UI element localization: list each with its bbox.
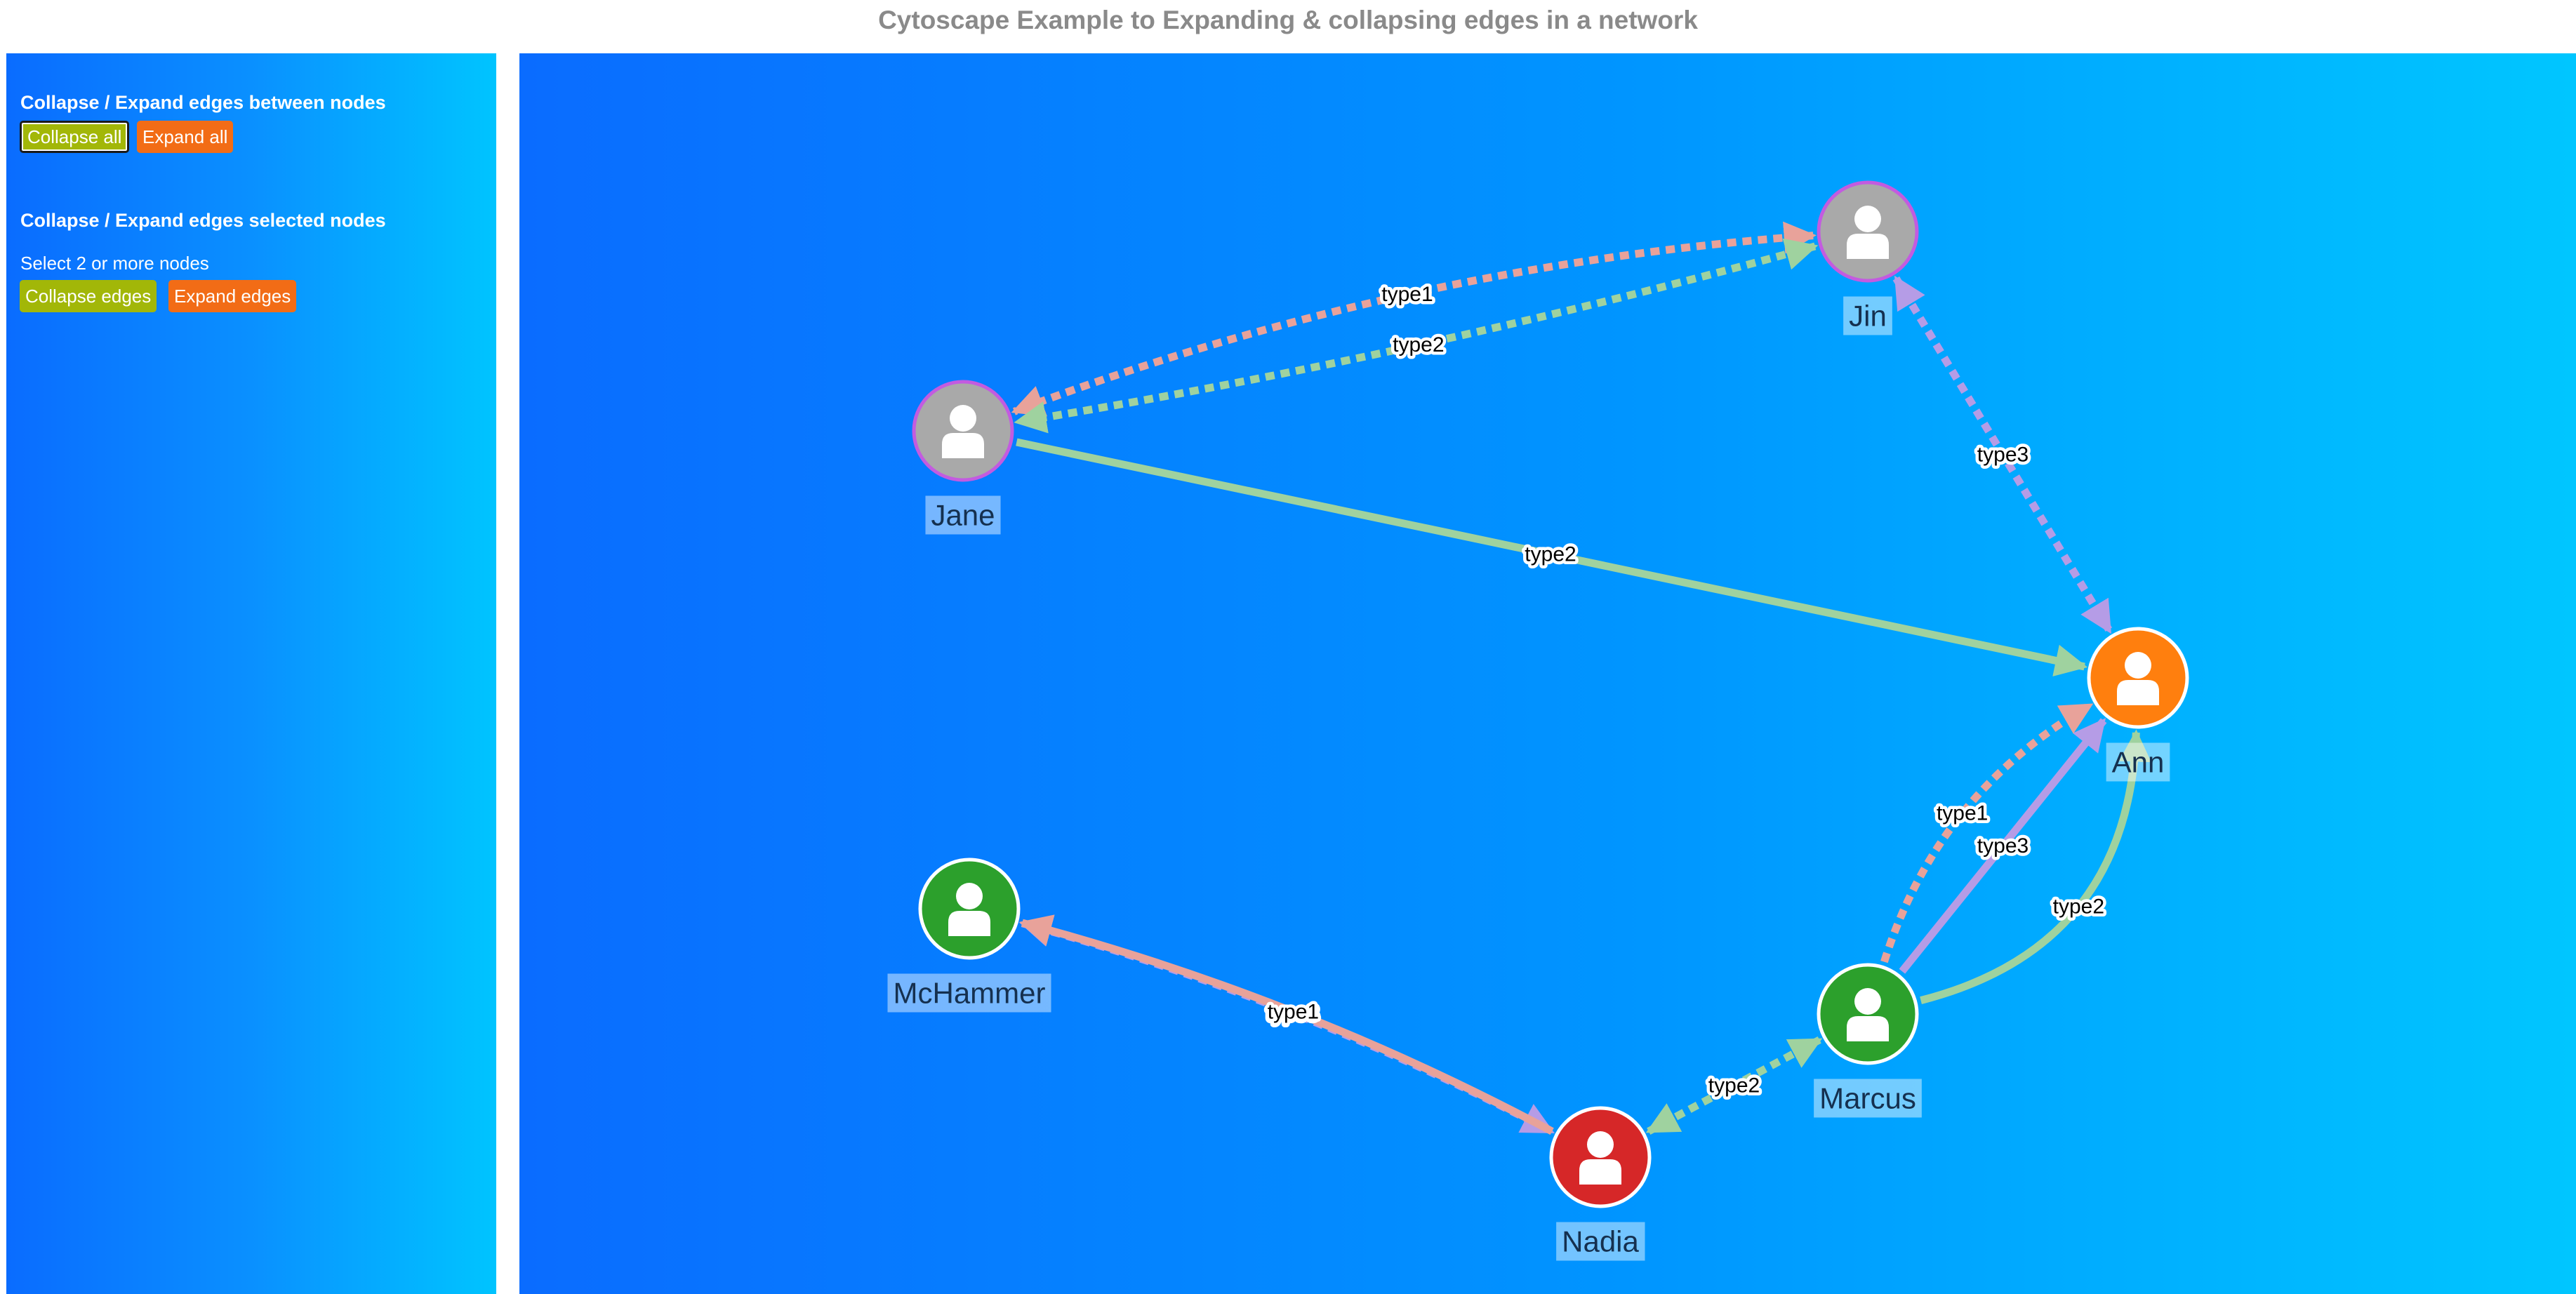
collapse-all-button[interactable]: Collapse all (20, 121, 130, 153)
edge-marcus-ann-type3[interactable] (1899, 718, 2107, 974)
section-title-between-nodes: Collapse / Expand edges between nodes (20, 92, 386, 113)
node-label-background (925, 495, 1001, 535)
node-label-background (1814, 1079, 1922, 1118)
node-jane[interactable]: Jane (912, 380, 1014, 535)
edge-label: type1 (1381, 283, 1433, 306)
edge-label: type3 (1977, 834, 2029, 858)
edge-label: type2 (1393, 333, 1444, 356)
collapse-edges-button[interactable]: Collapse edges (20, 280, 157, 312)
node-label-background (1556, 1222, 1645, 1261)
edge-mchammer-nadia-type3[interactable] (1018, 915, 1555, 1135)
person-icon (1847, 988, 1889, 1041)
edge-marcus-ann-type2[interactable] (1920, 729, 2151, 1004)
expand-edges-button[interactable]: Expand edges (168, 280, 297, 312)
node-mchammer[interactable]: McHammer (887, 858, 1051, 1013)
node-label-background (887, 973, 1051, 1013)
node-label: McHammer (894, 977, 1046, 1010)
edges-layer (1011, 221, 2151, 1135)
selection-hint: Select 2 or more nodes (20, 253, 209, 274)
node-nadia[interactable]: Nadia (1549, 1106, 1652, 1261)
expand-all-button[interactable]: Expand all (137, 121, 234, 153)
section-title-selected-nodes: Collapse / Expand edges selected nodes (20, 210, 386, 231)
edge-nadia-marcus-type2[interactable] (1645, 1036, 1823, 1135)
node-marcus[interactable]: Marcus (1814, 963, 1922, 1118)
edge-label: type1 (1268, 1000, 1319, 1023)
edge-jin-jane-type1[interactable] (1011, 221, 1817, 417)
node-jin[interactable]: Jin (1817, 180, 1919, 335)
edge-label: type1 (1937, 802, 1988, 825)
edge-label: type3 (1977, 443, 2029, 467)
person-icon (948, 883, 990, 936)
person-icon (2117, 652, 2159, 705)
edge-nadia-mchammer-type1[interactable] (1018, 914, 1554, 1135)
node-label: Nadia (1562, 1225, 1639, 1258)
network-graph[interactable]: type1type2type3type2type2type3type1type3… (519, 53, 2576, 1294)
control-panel: Collapse / Expand edges between nodes Co… (6, 53, 496, 1294)
edge-label: type2 (1525, 543, 1576, 566)
node-label: Jane (931, 499, 995, 532)
person-icon (1579, 1131, 1621, 1185)
node-label: Ann (2112, 746, 2165, 779)
node-label: Marcus (1819, 1082, 1916, 1115)
node-label-background (1843, 296, 1892, 335)
person-icon (1847, 206, 1889, 259)
edge-label: type2 (1708, 1074, 1760, 1098)
edge-marcus-ann-type1[interactable] (1880, 702, 2094, 963)
edge-jane-ann-type2[interactable] (1016, 438, 2088, 676)
node-ann[interactable]: Ann (2087, 627, 2189, 782)
person-icon (942, 405, 984, 458)
edge-label: type3 (1267, 1001, 1318, 1025)
edge-jin-jane-type2[interactable] (1014, 238, 1819, 434)
node-label-background (2106, 742, 2170, 782)
page-title: Cytoscape Example to Expanding & collaps… (878, 6, 1698, 34)
node-label: Jin (1849, 300, 1887, 333)
edge-labels-layer: type1type2type3type2type2type3type1type3… (1263, 280, 2107, 1100)
edge-jin-ann-type3[interactable] (1892, 275, 2113, 634)
edge-label: type2 (2053, 895, 2104, 919)
